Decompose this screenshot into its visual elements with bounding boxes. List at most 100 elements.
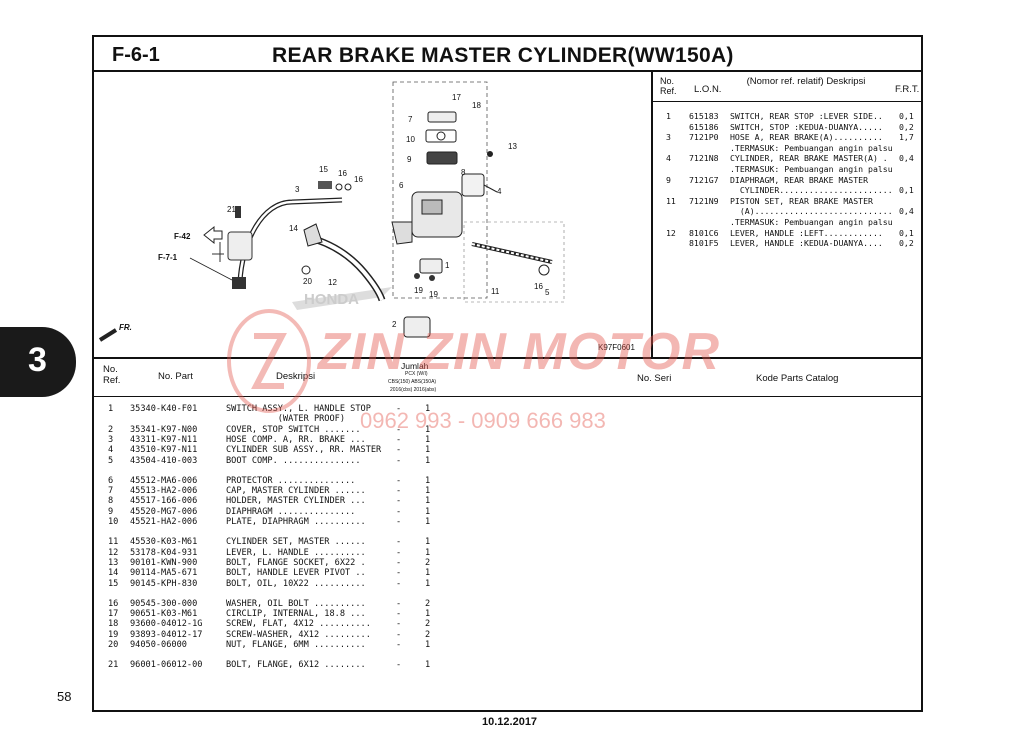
pt-qty-a: - (396, 424, 402, 435)
rt-header-frt: F.R.T. (895, 84, 920, 95)
callout-11: 11 (491, 287, 500, 296)
pt-qty-b: 1 (425, 640, 431, 650)
pt-qty-a: - (396, 404, 402, 414)
pt-desc: CAP, MASTER CYLINDER ...... (226, 486, 366, 497)
pt-qty-b: 1 (425, 475, 431, 486)
pt-desc: BOLT, FLANGE SOCKET, 6X22 . (226, 557, 366, 568)
rt-lon: 615186 (689, 121, 719, 132)
rt-frt: 0,1 (899, 185, 914, 196)
piston-box (463, 221, 565, 303)
watermark-brand: ZIN ZIN MOTOR (318, 323, 721, 381)
rt-desc: HOSE A, REAR BRAKE(A).......... (730, 132, 883, 143)
pt-part: 90651-K03-M61 (130, 609, 198, 620)
pt-qty-a: - (396, 578, 402, 589)
pt-qty-a: - (396, 640, 402, 650)
rt-frt: 0,4 (899, 153, 914, 164)
pt-no: 7 (108, 486, 114, 497)
pt-qty-a: - (396, 434, 402, 445)
rt-lon: 8101F5 (689, 238, 719, 249)
pt-qty-b: 1 (425, 578, 431, 589)
rt-header-noref: No. Ref. (660, 76, 677, 96)
pt-part: 90114-MA5-671 (130, 568, 198, 579)
callout-18a: 17 (452, 93, 461, 102)
rt-desc: DIAPHRAGM, REAR BRAKE MASTER (730, 174, 869, 185)
rt-no: 11 (666, 195, 676, 206)
rt-row: CYLINDER....................... 0,1 (0, 185, 1024, 195)
pt-header-noseri: No. Seri (637, 373, 672, 384)
right-table-border (651, 70, 653, 358)
pt-qty-a: - (396, 537, 402, 548)
pt-part: 96001-06012-00 (130, 660, 203, 671)
rt-desc: .TERMASUK: Pembuangan angin palsu (730, 142, 893, 153)
right-table-header-line (651, 101, 923, 102)
rt-desc: CYLINDER, REAR BRAKE MASTER(A) . (730, 153, 888, 164)
pt-part: 90545-300-000 (130, 598, 198, 609)
rt-frt: 0,2 (899, 238, 914, 249)
pt-part: 45513-HA2-006 (130, 486, 198, 497)
honda-text: HONDA (304, 291, 359, 308)
pt-desc: BOLT, OIL, 10X22 .......... (226, 578, 366, 589)
pt-part: 94050-06000 (130, 640, 187, 650)
pt-qty-a: - (396, 455, 402, 466)
rt-no: 4 (666, 153, 671, 164)
section-number: 3 (28, 341, 47, 379)
diagram-divider (92, 357, 923, 359)
pt-desc: CYLINDER SUB ASSY., RR. MASTER (226, 445, 382, 456)
pt-qty-b: 1 (425, 496, 431, 507)
pt-part: 93600-04012-1G (130, 619, 203, 630)
oil-bolt (318, 181, 332, 189)
pt-qty-a: - (396, 517, 402, 527)
pt-qty-a: - (396, 557, 402, 568)
pt-no: 17 (108, 609, 119, 620)
pt-desc: WASHER, OIL BOLT .......... (226, 598, 366, 609)
pt-no: 15 (108, 578, 119, 589)
rt-no: 9 (666, 174, 671, 185)
pt-no: 10 (108, 517, 119, 527)
pt-qty-b: 1 (425, 517, 431, 527)
pt-qty-a: - (396, 619, 402, 630)
pt-part: 35340-K40-F01 (130, 404, 198, 414)
pt-part: 35341-K97-N00 (130, 424, 198, 435)
pt-no: 9 (108, 506, 114, 517)
pt-qty-b: 2 (425, 557, 431, 568)
rt-frt: 0,2 (899, 121, 914, 132)
rt-frt: 0,1 (899, 111, 914, 121)
cover-part (403, 316, 431, 338)
pt-qty-a: - (396, 629, 402, 640)
pt-desc: CIRCLIP, INTERNAL, 18.8 ... (226, 609, 366, 620)
pt-qty-b: 1 (425, 568, 431, 579)
rt-row: (A)............................0,4 (0, 206, 1024, 216)
pt-no: 13 (108, 557, 119, 568)
pt-desc: SCREW, FLAT, 4X12 .......... (226, 619, 371, 630)
nut-part (301, 265, 311, 275)
rt-desc: CYLINDER....................... (730, 185, 893, 196)
rt-no: 3 (666, 132, 671, 143)
rt-frt: 1,7 (899, 132, 914, 143)
pt-part: 45521-HA2-006 (130, 517, 198, 527)
pt-qty-b: 1 (425, 445, 431, 456)
pt-qty-b: 1 (425, 424, 431, 435)
pt-desc: COVER, STOP SWITCH ....... (226, 424, 361, 435)
rt-desc: LEVER, HANDLE :KEDUA-DUANYA.... (730, 238, 883, 249)
callout-6: 6 (399, 181, 404, 190)
pt-qty-b: 1 (425, 506, 431, 517)
section-tab: 3 (0, 327, 76, 397)
pt-desc: CYLINDER SET, MASTER ...... (226, 537, 366, 548)
page-frame (92, 35, 923, 712)
pt-no: 12 (108, 547, 119, 558)
callout-17: 16 (534, 282, 543, 291)
pt-header-qty: Jumlah (401, 361, 429, 371)
rt-frt: 0,1 (899, 227, 914, 238)
rt-lon: 8101C6 (689, 227, 719, 238)
callout-5: 5 (545, 288, 550, 297)
pt-desc: (WATER PROOF) (226, 414, 345, 425)
rt-desc: SWITCH, REAR STOP :LEVER SIDE.. (730, 111, 883, 121)
pt-qty-a: - (396, 506, 402, 517)
